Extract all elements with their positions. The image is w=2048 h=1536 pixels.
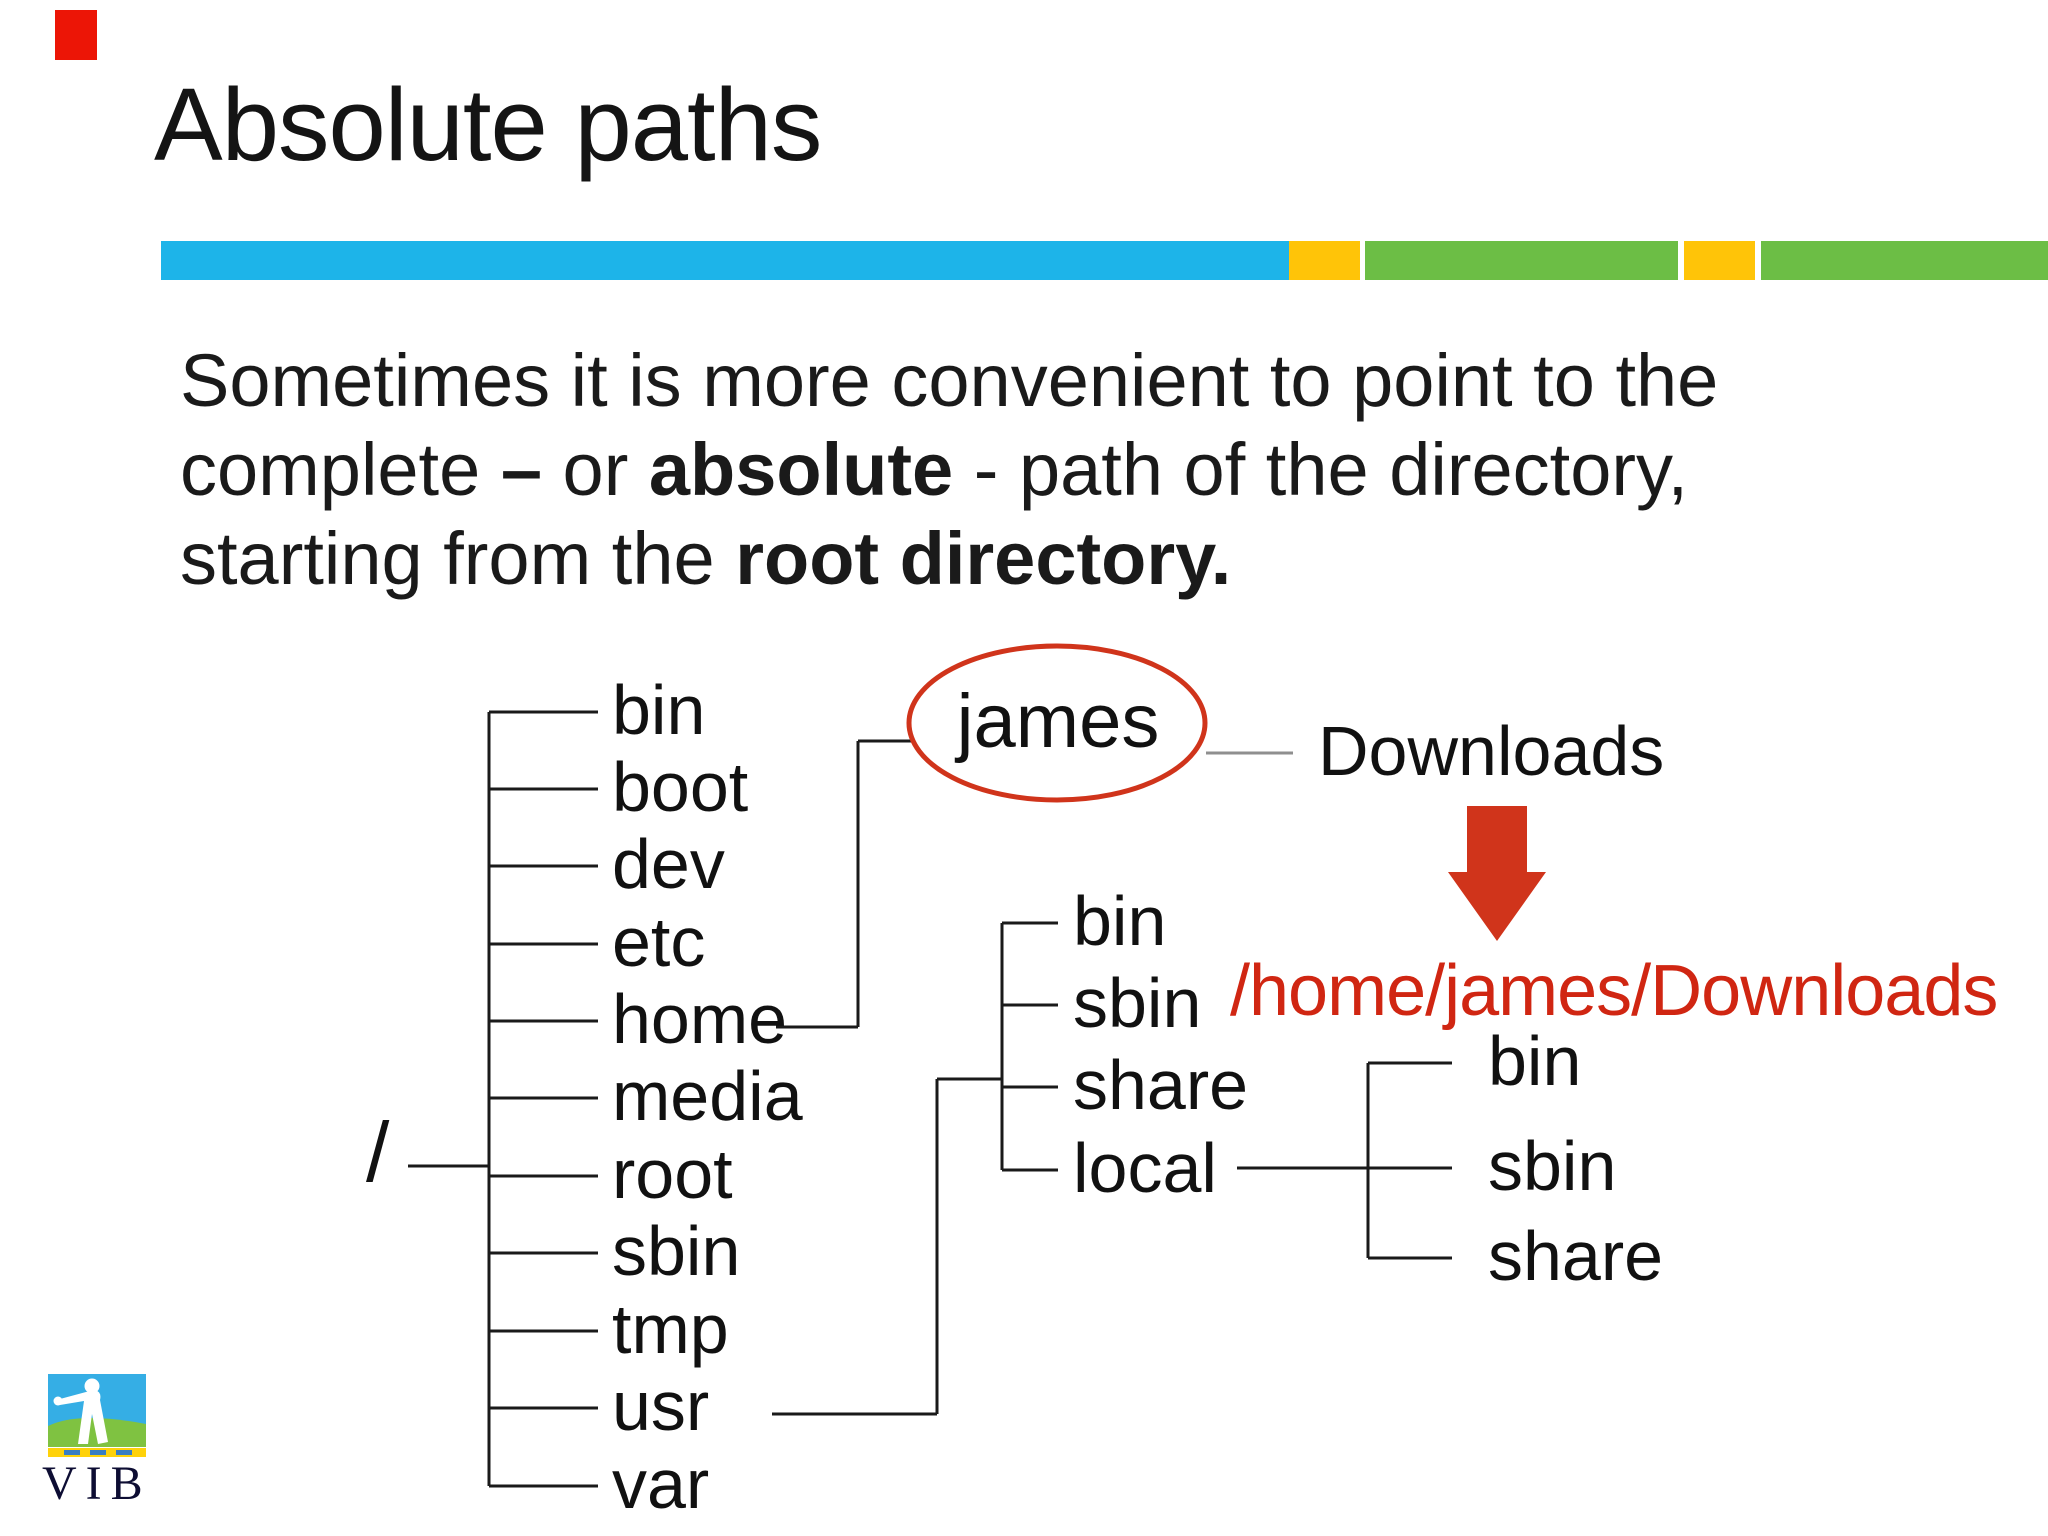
red-down-arrow-icon (1448, 806, 1546, 941)
accent-bar-green-segment (1365, 241, 1678, 280)
accent-bar-blue-segment (161, 241, 1289, 280)
tree-connector-lines (408, 710, 1452, 1488)
dir-label-usr: usr (612, 1367, 710, 1445)
accent-bar-yellow-segment (1289, 241, 1360, 280)
dir-label-sbin: sbin (1488, 1127, 1617, 1205)
dir-label-bin: bin (1073, 882, 1167, 960)
dir-label-root-slash: / (366, 1105, 390, 1199)
dir-label-media: media (612, 1057, 803, 1135)
dir-label-local: local (1073, 1129, 1217, 1207)
recording-indicator (55, 10, 97, 60)
page-title: Absolute paths (154, 67, 822, 182)
accent-bar-green-segment (1761, 241, 2048, 280)
body-text: Sometimes it is more convenient to point… (180, 336, 1870, 603)
accent-bar-yellow-segment (1684, 241, 1755, 280)
vib-logo-text: VIB (42, 1457, 152, 1510)
dir-label-sbin: sbin (1073, 964, 1202, 1042)
vib-logo-strip (48, 1448, 146, 1457)
dir-label-share: share (1073, 1046, 1249, 1124)
dir-label-share: share (1488, 1217, 1664, 1295)
dir-label-james: james (956, 679, 1160, 764)
dir-label-downloads: Downloads (1318, 712, 1665, 790)
red-highlight-ellipse (906, 643, 1208, 803)
dir-label-boot: boot (612, 748, 749, 826)
vib-logo-art (48, 1374, 146, 1447)
dir-label-var: var (612, 1445, 710, 1523)
dir-label-dev: dev (612, 825, 725, 903)
dir-label-etc: etc (612, 903, 706, 981)
vib-logo: VIB (42, 1372, 162, 1510)
dir-label-bin: bin (1488, 1022, 1582, 1100)
body-text-line: starting from the root directory. (180, 517, 1232, 600)
absolute-path-text: /home/james/Downloads (1230, 951, 1998, 1031)
accent-bar (161, 241, 2048, 280)
dir-label-tmp: tmp (612, 1290, 729, 1368)
body-text-line: Sometimes it is more convenient to point… (180, 339, 1719, 422)
dir-label-root: root (612, 1135, 733, 1213)
body-text-line: complete – or absolute - path of the dir… (180, 428, 1689, 511)
dir-label-home: home (612, 980, 788, 1058)
dir-label-sbin: sbin (612, 1212, 741, 1290)
dir-label-bin: bin (612, 671, 706, 749)
